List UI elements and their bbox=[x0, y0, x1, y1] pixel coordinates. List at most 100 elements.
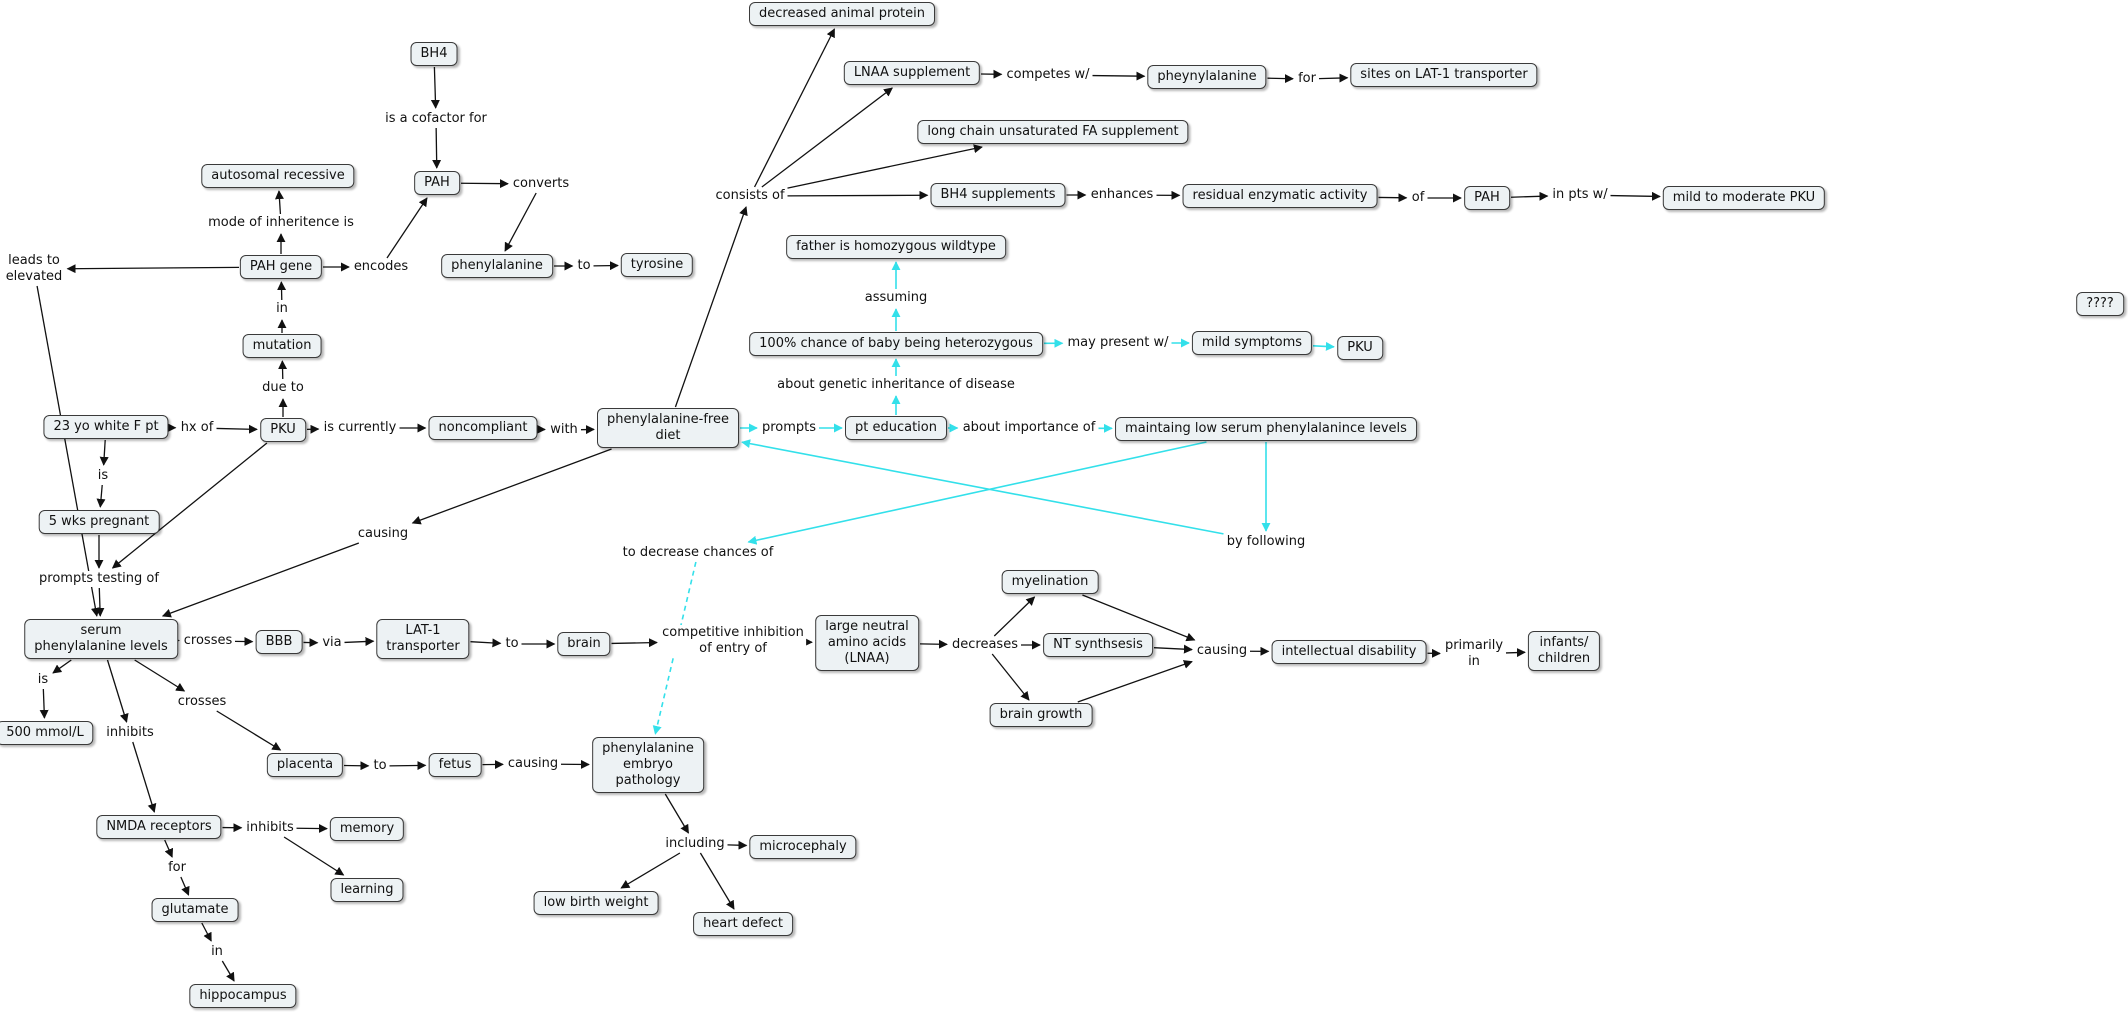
concept-bbb[interactable]: BBB bbox=[255, 630, 303, 654]
link-about-importance-of[interactable]: about importance of bbox=[960, 420, 1098, 436]
link-encodes[interactable]: encodes bbox=[351, 259, 411, 275]
concept-lat1-sites[interactable]: sites on LAT-1 transporter bbox=[1350, 63, 1538, 87]
link-prompts-testing-of[interactable]: prompts testing of bbox=[37, 571, 161, 587]
concept-nt-synthesis[interactable]: NT synthsesis bbox=[1043, 633, 1153, 657]
link-converts[interactable]: converts bbox=[510, 176, 572, 192]
link-causing-1[interactable]: causing bbox=[355, 526, 411, 542]
link-crosses-1[interactable]: crosses bbox=[181, 633, 235, 649]
concept-residual-activity[interactable]: residual enzymatic activity bbox=[1182, 184, 1378, 208]
concept-pheynylalanine[interactable]: pheynylalanine bbox=[1147, 65, 1267, 89]
concept-autosomal-recessive[interactable]: autosomal recessive bbox=[201, 164, 355, 188]
link-enhances[interactable]: enhances bbox=[1088, 187, 1156, 203]
concept-brain-growth[interactable]: brain growth bbox=[989, 703, 1093, 727]
concept-glutamate[interactable]: glutamate bbox=[151, 898, 239, 922]
link-with[interactable]: with bbox=[548, 422, 580, 438]
link-mode-of-inheritence[interactable]: mode of inheritence is bbox=[206, 215, 356, 231]
link-inhibits-2[interactable]: inhibits bbox=[244, 820, 296, 836]
link-is-pregnant[interactable]: is bbox=[95, 468, 111, 484]
link-leads-to-elevated[interactable]: leads to elevated bbox=[3, 253, 65, 285]
concept-mild-moderate-pku[interactable]: mild to moderate PKU bbox=[1662, 186, 1826, 210]
concept-memory[interactable]: memory bbox=[329, 817, 405, 841]
concept-intellectual-disability[interactable]: intellectual disability bbox=[1271, 640, 1427, 664]
concept-pku[interactable]: PKU bbox=[260, 418, 306, 442]
link-inhibits-1[interactable]: inhibits bbox=[104, 725, 156, 741]
concept-long-chain-fa[interactable]: long chain unsaturated FA supplement bbox=[917, 120, 1189, 144]
link-to-fetus[interactable]: to bbox=[371, 758, 389, 774]
concept-fetus[interactable]: fetus bbox=[428, 753, 482, 777]
link-for-glutamate[interactable]: for bbox=[166, 860, 188, 876]
concept-pah-2[interactable]: PAH bbox=[1464, 186, 1510, 210]
link-may-present-with[interactable]: may present w/ bbox=[1065, 335, 1171, 351]
concept-patient[interactable]: 23 yo white F pt bbox=[43, 415, 169, 439]
concept-lnaa[interactable]: large neutral amino acids (LNAA) bbox=[815, 615, 919, 671]
concept-500-mmol[interactable]: 500 mmol/L bbox=[0, 721, 94, 745]
link-of-pah[interactable]: of bbox=[1409, 190, 1427, 206]
connection-is_level-to-mmol bbox=[39, 688, 49, 719]
link-about-genetic-inheritance[interactable]: about genetic inheritance of disease bbox=[775, 377, 1017, 393]
link-competes-with[interactable]: competes w/ bbox=[1004, 67, 1092, 83]
link-including[interactable]: including bbox=[663, 836, 727, 852]
link-by-following[interactable]: by following bbox=[1224, 534, 1308, 550]
link-competitive-inhibition[interactable]: competitive inhibition of entry of bbox=[660, 625, 806, 657]
link-primarily-in[interactable]: primarily in bbox=[1442, 638, 1506, 670]
link-to-tyrosine[interactable]: to bbox=[575, 258, 593, 274]
concept-placenta[interactable]: placenta bbox=[266, 753, 344, 777]
concept-lnaa-supplement[interactable]: LNAA supplement bbox=[843, 61, 981, 85]
link-to-brain[interactable]: to bbox=[503, 636, 521, 652]
connection-nt-to-causing2 bbox=[1153, 644, 1193, 654]
concept-infants-children[interactable]: infants/ children bbox=[1527, 631, 1601, 671]
concept-father-wildtype[interactable]: father is homozygous wildtype bbox=[786, 235, 1006, 259]
link-in-gene[interactable]: in bbox=[274, 301, 290, 317]
link-via[interactable]: via bbox=[320, 635, 344, 651]
concept-mutation[interactable]: mutation bbox=[242, 334, 322, 358]
link-causing-3[interactable]: causing bbox=[505, 756, 561, 772]
link-assuming[interactable]: assuming bbox=[862, 290, 930, 306]
link-for-lat[interactable]: for bbox=[1296, 71, 1318, 87]
link-in-pts-with[interactable]: in pts w/ bbox=[1550, 187, 1610, 203]
concept-embryo-pathology[interactable]: phenylalanine embryo pathology bbox=[592, 737, 704, 793]
concept-pku-2[interactable]: PKU bbox=[1337, 336, 1383, 360]
concept-low-birth-weight[interactable]: low birth weight bbox=[533, 891, 659, 915]
concept-phenylalanine[interactable]: phenylalanine bbox=[441, 254, 553, 278]
concept-decreased-protein[interactable]: decreased animal protein bbox=[749, 2, 935, 26]
link-decreases[interactable]: decreases bbox=[950, 637, 1020, 653]
connection-in_pts-to-mild_pku bbox=[1610, 191, 1661, 201]
concept-tyrosine[interactable]: tyrosine bbox=[620, 253, 694, 277]
concept-pah-gene[interactable]: PAH gene bbox=[239, 255, 323, 279]
concept-maintain-low-levels[interactable]: maintaing low serum phenylalanince level… bbox=[1115, 417, 1417, 441]
concept-mild-symptoms[interactable]: mild symptoms bbox=[1191, 331, 1313, 355]
link-cofactor-for[interactable]: is a cofactor for bbox=[383, 111, 489, 127]
concept-unknown[interactable]: ???? bbox=[2076, 292, 2124, 316]
concept-learning[interactable]: learning bbox=[330, 878, 404, 902]
concept-lat1-transporter[interactable]: LAT-1 transporter bbox=[376, 619, 470, 659]
link-crosses-2[interactable]: crosses bbox=[175, 694, 229, 710]
concept-heterozygous-chance[interactable]: 100% chance of baby being heterozygous bbox=[749, 332, 1043, 356]
concept-bh4-supplements[interactable]: BH4 supplements bbox=[930, 183, 1066, 207]
link-causing-2[interactable]: causing bbox=[1194, 643, 1250, 659]
concept-phenylalanine-free-diet[interactable]: phenylalanine-free diet bbox=[597, 408, 739, 448]
concept-noncompliant[interactable]: noncompliant bbox=[428, 416, 538, 440]
link-prompts[interactable]: prompts bbox=[759, 420, 819, 436]
link-is-currently[interactable]: is currently bbox=[321, 420, 399, 436]
concept-myelination[interactable]: myelination bbox=[1001, 570, 1099, 594]
link-is-level[interactable]: is bbox=[35, 672, 51, 688]
concept-microcephaly[interactable]: microcephaly bbox=[749, 835, 857, 859]
link-to-decrease-chances[interactable]: to decrease chances of bbox=[620, 545, 776, 561]
concept-pah[interactable]: PAH bbox=[414, 171, 460, 195]
link-in-hippocampus[interactable]: in bbox=[209, 944, 225, 960]
concept-heart-defect[interactable]: heart defect bbox=[693, 912, 793, 936]
link-consists-of[interactable]: consists of bbox=[713, 188, 787, 204]
concept-pt-education[interactable]: pt education bbox=[845, 416, 947, 440]
concept-hippocampus[interactable]: hippocampus bbox=[189, 984, 297, 1008]
concept-pregnant[interactable]: 5 wks pregnant bbox=[38, 510, 160, 534]
connection-leads-to-serum bbox=[36, 285, 100, 617]
connection-causing1-to-serum bbox=[161, 542, 360, 618]
concept-serum-levels[interactable]: serum phenylalanine levels bbox=[24, 619, 178, 659]
concept-brain[interactable]: brain bbox=[557, 632, 611, 656]
link-due-to[interactable]: due to bbox=[260, 380, 306, 396]
concept-bh4[interactable]: BH4 bbox=[410, 42, 458, 66]
connection-consists_of-to-lnaa_supp bbox=[761, 87, 893, 188]
connection-is_preg-to-pregnant bbox=[96, 484, 106, 508]
concept-nmda-receptors[interactable]: NMDA receptors bbox=[96, 815, 222, 839]
link-hx-of[interactable]: hx of bbox=[178, 420, 216, 436]
